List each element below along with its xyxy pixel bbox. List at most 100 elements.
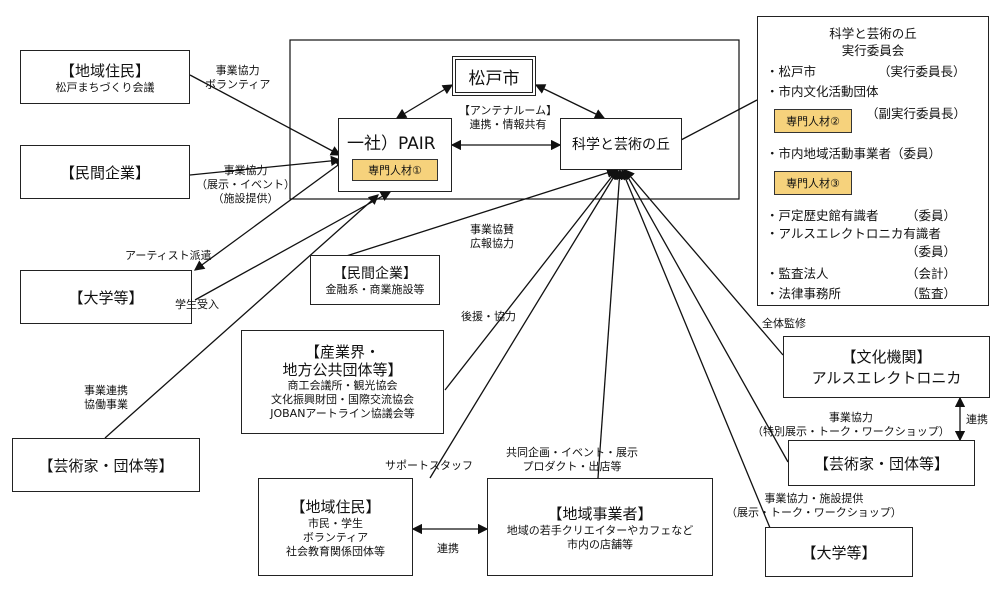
node-univ-left-title: 【大学等】 [68,288,144,307]
node-ars-title1: 【文化機関】 [841,348,932,366]
node-residents-bottom-title: 【地域住民】 [290,497,381,516]
node-matsudo: 松戸市 [452,56,536,96]
edge-label: 連携 [437,542,459,555]
edge-label: 全体監修 [762,317,806,330]
edge-label-line: 事業協力 [828,411,873,424]
node-ars-title2: アルスエレクトロニカ [811,369,962,387]
node-company-left-title: 【民間企業】 [59,163,150,182]
node-company-left: 【民間企業】 [20,145,190,199]
link-industry-hill [444,168,618,391]
node-hill: 科学と芸術の丘 [560,118,682,170]
committee-item-name: ・市内地域活動事業者（委員） [766,146,942,161]
committee-item-role: （副実行委員長） [866,106,967,121]
committee-expert-tag-2: 専門人材② [774,109,852,133]
committee-expert-tag-3: 専門人材③ [774,171,852,195]
committee-title1: 科学と芸術の丘 [829,26,917,41]
edge-label: 共同企画・イベント・展示 プロダクト・出店等 [506,446,638,474]
edge-label: アーティスト派遣 [125,249,212,262]
committee-item-role: （会計） [906,266,957,281]
edge-label: 事業協力 （展示・イベント） （施設提供） [196,164,295,206]
link-artist-right-hill [623,168,789,463]
node-univ-right: 【大学等】 [765,527,913,577]
edge-label-line: （施設提供） [212,192,279,205]
node-artist-left: 【芸術家・団体等】 [12,438,200,492]
edge-label: 学生受入 [175,298,219,311]
node-residents-bottom-sub: 市民・学生 [308,516,363,530]
node-ars: 【文化機関】 アルスエレクトロニカ [783,336,990,398]
link-residents-bottom-hill [429,168,619,479]
node-artist-right-title: 【芸術家・団体等】 [813,454,949,473]
node-pair-label: 一社）PAIR [347,134,436,154]
node-business-sub: 市内の店舗等 [567,537,633,551]
link-ars-hill [624,169,784,356]
node-artist-left-title: 【芸術家・団体等】 [38,456,174,475]
edge-label-line: 広報協力 [470,237,514,250]
node-residents-bottom-sub: ボランティア [302,530,369,544]
node-business: 【地域事業者】 地域の若手クリエイターやカフェなど 市内の店舗等 [487,478,713,576]
edge-label-line: プロダクト・出店等 [522,460,622,473]
edge-label: 事業協力・施設提供 （展示・トーク・ワークショップ） [726,492,902,520]
node-hill-label: 科学と芸術の丘 [572,137,670,153]
edge-label-line: 事業協賛 [470,223,514,236]
node-business-sub: 地域の若手クリエイターやカフェなど [506,523,694,537]
edge-label-line: ボランティア [205,78,271,91]
node-univ-right-title: 【大学等】 [801,543,877,562]
link-company-mid-hill [339,167,618,259]
link-matsudo-pair [395,84,454,119]
link-univ-right-hill [620,168,776,541]
edge-label: 連携 [966,413,988,426]
node-business-title: 【地域事業者】 [547,504,653,523]
link-residents-pair [189,74,342,156]
committee-item-name: ・松戸市 [766,64,817,79]
edge-label: サポートスタッフ [385,459,473,472]
pair-expert-tag: 専門人材① [352,159,438,181]
antenna-title: 【アンテナルーム】 [458,104,558,117]
committee-item-name: ・戸定歴史館有識者 [766,208,879,223]
node-univ-left: 【大学等】 [20,270,192,324]
link-artist-pair [104,194,379,439]
node-residents-bottom: 【地域住民】 市民・学生 ボランティア 社会教育関係団体等 [258,478,413,576]
committee-item-name: ・アルスエレクトロニカ有識者 [766,226,941,241]
node-residents-bottom-sub: 社会教育関係団体等 [286,544,385,558]
committee-item-name: ・法律事務所 [766,286,842,301]
edge-label-line: 事業協力・施設提供 [764,492,864,505]
node-residents-top-sub: 松戸まちづくり会議 [55,80,155,94]
edge-label: 事業協力 ボランティア [205,64,270,92]
edge-label-line: （展示・イベント） [196,178,295,191]
node-matsudo-label: 松戸市 [468,68,520,89]
node-industry-sub: 商工会議所・観光協会 [287,379,398,392]
node-company-mid-title: 【民間企業】 [333,266,417,282]
edge-label-line: 事業連携 [84,384,128,397]
node-residents-top: 【地域住民】 松戸まちづくり会議 [20,50,190,104]
link-pair-univ-1 [193,159,347,271]
core-frame [289,39,740,200]
committee-title2: 実行委員会 [841,43,905,58]
edge-label-line: 協働事業 [84,398,128,411]
edge-label-line: （展示・トーク・ワークショップ） [726,506,902,519]
node-company-mid-sub: 金融系・商業施設等 [325,283,425,296]
edge-label-line: 事業協力 [215,64,260,77]
link-matsudo-hill [534,84,606,119]
edge-label: 後援・協力 [461,310,516,323]
link-hill-committee [680,99,758,141]
node-industry: 【産業界・ 地方公共団体等】 商工会議所・観光協会 文化振興財団・国際交流協会 … [241,330,444,434]
node-industry-sub: 文化振興財団・国際交流協会 [271,393,414,406]
node-residents-top-title: 【地域住民】 [59,61,150,80]
edge-label-line: 共同企画・イベント・展示 [506,446,638,459]
edge-label: 事業連携 協働事業 [84,384,128,412]
node-industry-title1: 【産業界・ [304,343,380,361]
committee-item-name: ・市内文化活動団体 [766,84,879,99]
edge-label: 事業協賛 広報協力 [470,223,514,251]
committee-box: 科学と芸術の丘 実行委員会 ・松戸市 （実行委員長） ・市内文化活動団体 専門人… [757,16,989,306]
link-business-hill [597,168,625,479]
committee-item-name: ・監査法人 [766,266,829,281]
edge-label: 事業協力 （特別展示・トーク・ワークショップ） [752,411,950,439]
link-pair-univ-2 [194,191,392,301]
edge-label-line: （特別展示・トーク・ワークショップ） [752,425,950,438]
committee-item-role: （実行委員長） [878,64,966,79]
committee-item-role: （委員） [906,208,957,223]
node-industry-sub: JOBANアートライン協議会等 [270,407,415,420]
node-pair: 一社）PAIR 専門人材① [338,118,452,192]
antenna-sub: 連携・情報共有 [469,118,547,131]
